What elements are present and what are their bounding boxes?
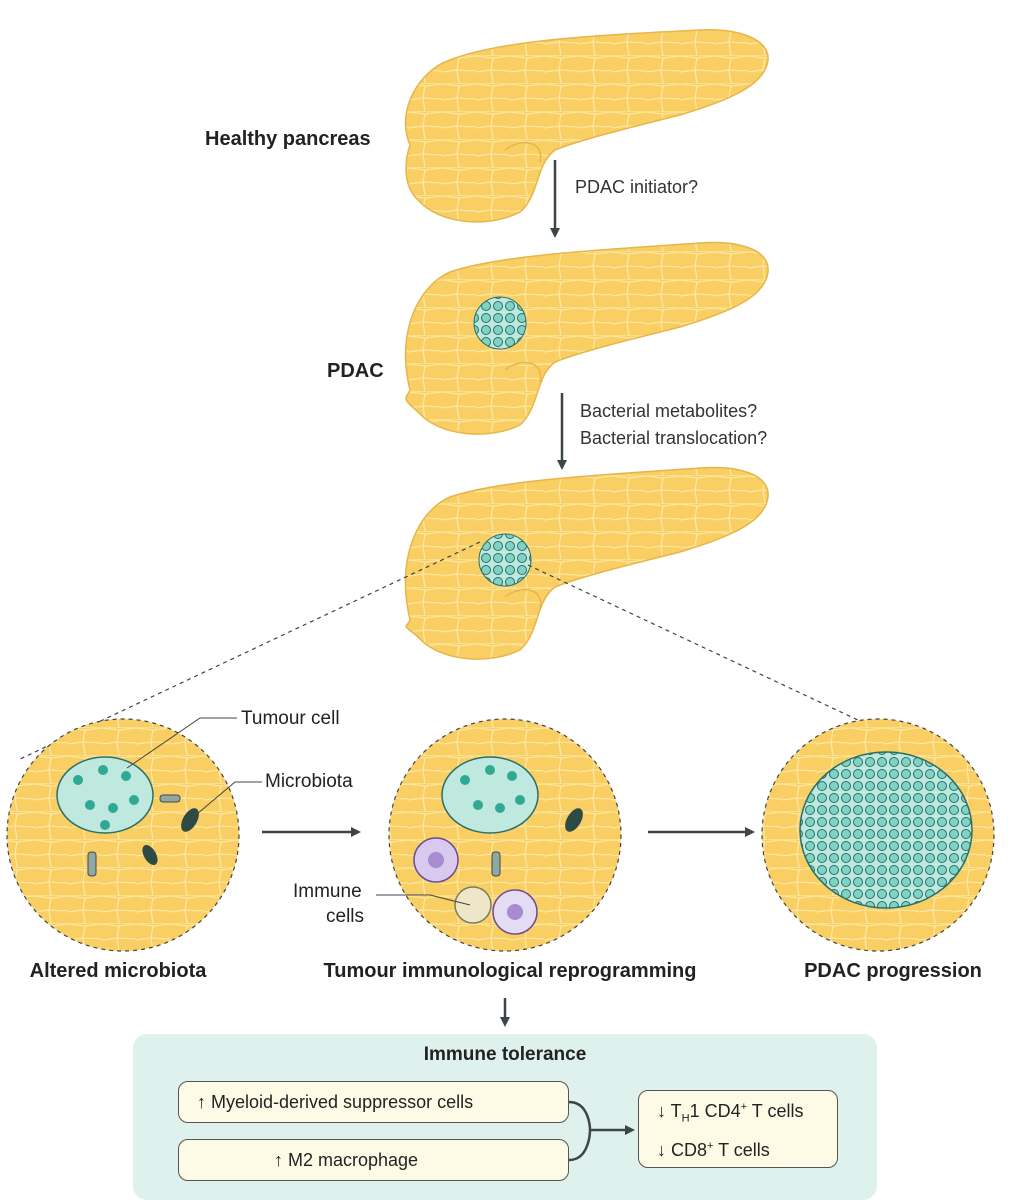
tumour-cluster-icon bbox=[478, 533, 532, 587]
immune-cells-callout-line1: Immune bbox=[293, 881, 362, 902]
microbiota-callout: Microbiota bbox=[265, 771, 353, 792]
altered-microbiota-panel bbox=[6, 717, 262, 952]
metabolites-question: Bacterial metabolites? bbox=[580, 401, 758, 421]
healthy-pancreas-label: Healthy pancreas bbox=[205, 128, 371, 150]
mdsc-box: ↑ Myeloid-derived suppressor cells bbox=[178, 1081, 569, 1123]
cd8-line: ↓ CD8+ T cells bbox=[657, 1139, 770, 1160]
altered-microbiota-label: Altered microbiota bbox=[29, 960, 207, 982]
progression-label: PDAC progression bbox=[804, 960, 982, 982]
progression-panel bbox=[761, 718, 995, 952]
m2-text: ↑ M2 macrophage bbox=[274, 1149, 419, 1170]
reprogramming-panel bbox=[376, 718, 622, 952]
reprogramming-label: Tumour immunological reprogramming bbox=[323, 960, 697, 982]
healthy-pancreas-shape bbox=[404, 29, 769, 223]
m2-box: ↑ M2 macrophage bbox=[178, 1139, 569, 1181]
tumour-cluster-icon bbox=[473, 296, 527, 350]
immune-tolerance-title: Immune tolerance bbox=[423, 1044, 587, 1065]
immune-cells-callout-line2: cells bbox=[326, 906, 365, 927]
pdac-label: PDAC bbox=[327, 360, 384, 382]
translocation-question: Bacterial translocation? bbox=[580, 428, 768, 448]
initiator-question: PDAC initiator? bbox=[575, 177, 699, 197]
t-cells-box: ↓ TH1 CD4+ T cells ↓ CD8+ T cells bbox=[638, 1090, 838, 1168]
advanced-pancreas-shape bbox=[404, 466, 769, 660]
tumour-cell-callout: Tumour cell bbox=[241, 708, 340, 729]
pdac-pancreas-shape bbox=[404, 241, 769, 435]
th1-line: ↓ TH1 CD4+ T cells bbox=[657, 1101, 804, 1125]
mdsc-text: ↑ Myeloid-derived suppressor cells bbox=[197, 1091, 474, 1112]
